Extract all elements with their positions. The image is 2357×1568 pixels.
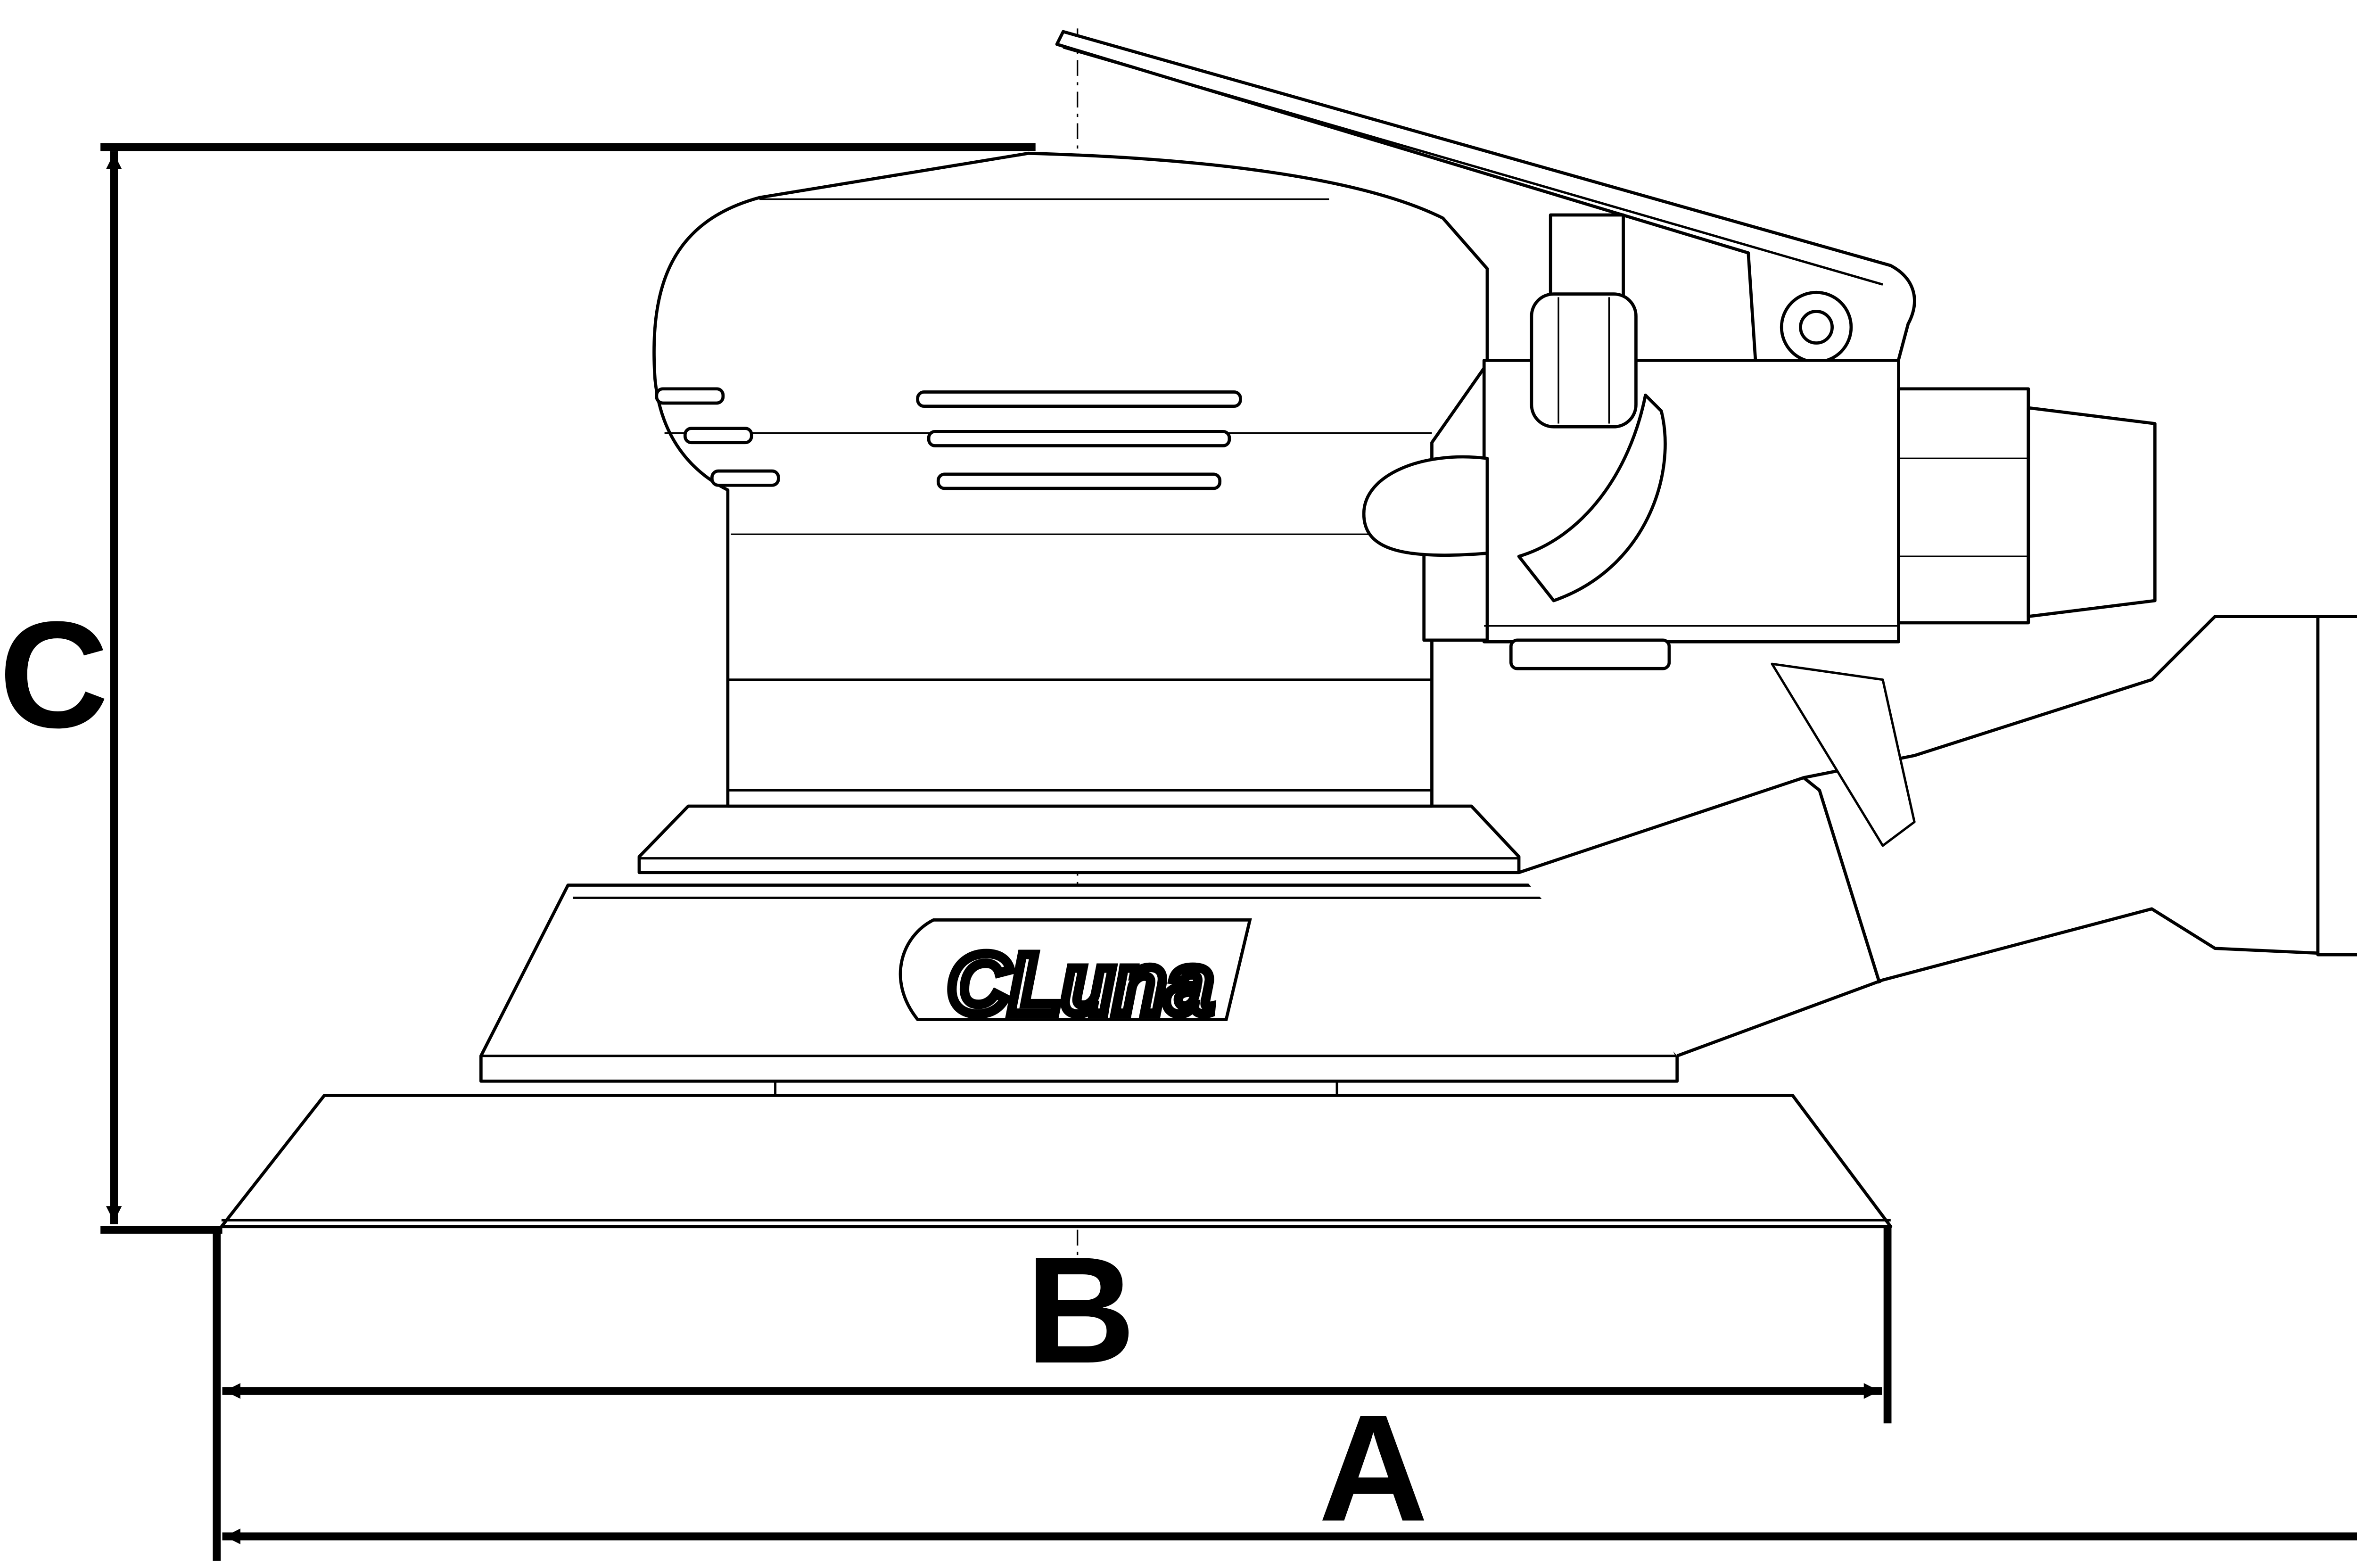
lever-pivot-inner bbox=[1799, 310, 1834, 345]
dim-label-b: B bbox=[1026, 1225, 1136, 1395]
dimension-lines bbox=[100, 143, 2357, 1561]
side-slot-2 bbox=[683, 427, 753, 445]
inlet-nozzle bbox=[2027, 406, 2157, 618]
dust-tube-joint bbox=[1803, 776, 1881, 984]
exhaust-curve bbox=[1517, 393, 1667, 602]
dust-port-cap bbox=[2316, 615, 2357, 957]
sanding-pad bbox=[220, 1094, 1893, 1229]
dust-tube bbox=[1518, 615, 2320, 1057]
dim-label-a: A bbox=[1319, 1384, 1428, 1553]
brand-logo: CLuna bbox=[898, 918, 1252, 1036]
vent-slot-1 bbox=[916, 390, 1242, 408]
throttle-lever-edge bbox=[1063, 46, 1883, 286]
regulator-knob bbox=[1530, 292, 1638, 429]
vent-slot-3 bbox=[936, 472, 1222, 490]
side-boss bbox=[1362, 455, 1489, 557]
side-slot-1 bbox=[655, 387, 725, 405]
dim-label-c: C bbox=[0, 590, 108, 759]
logo-plate bbox=[898, 918, 1252, 1021]
inlet-hex bbox=[1897, 387, 2030, 625]
housing-flange bbox=[637, 804, 1521, 875]
logo-text: CLuna bbox=[948, 936, 1213, 1032]
side-slot-3 bbox=[710, 469, 780, 487]
dust-tube-bracket bbox=[1771, 662, 1916, 847]
valve-block-bottom bbox=[1509, 638, 1671, 670]
sander-body bbox=[220, 30, 2357, 1229]
vent-slot-2 bbox=[927, 429, 1231, 447]
valve-block-front bbox=[1422, 544, 1489, 642]
